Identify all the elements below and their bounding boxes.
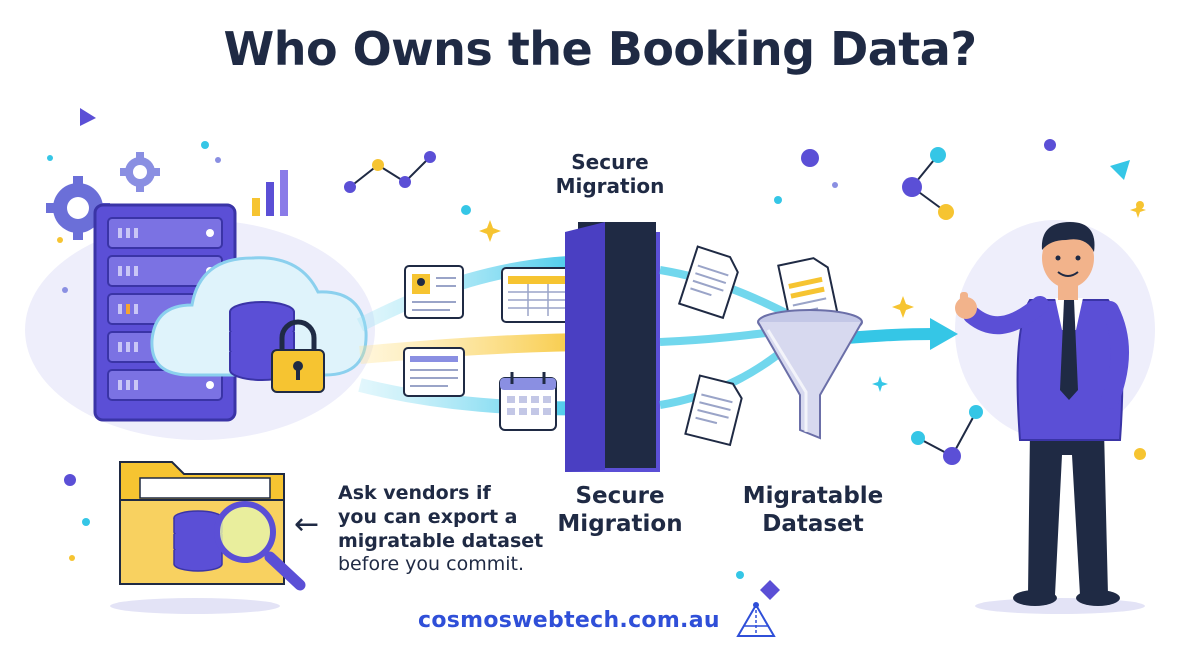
line-graph-icon [344, 151, 436, 193]
document-icon [403, 347, 465, 397]
spreadsheet-icon [501, 267, 577, 323]
bar-chart-icon [252, 170, 288, 216]
page-title: Who Owns the Booking Data? [223, 22, 977, 76]
label-line: Secure Migration [557, 483, 683, 538]
businessman-icon [955, 222, 1129, 606]
magnifier-icon [214, 501, 306, 591]
document-icon [684, 374, 743, 447]
contact-card-icon [404, 265, 464, 319]
note-line-4: before you commit. [338, 553, 524, 576]
calendar-icon [499, 372, 557, 431]
decorations [47, 108, 1146, 600]
molecule-icon [902, 147, 954, 220]
label-line: Migratable Dataset [742, 483, 884, 538]
vendor-advice-note: Ask vendors if you can export a migratab… [338, 482, 568, 577]
logo-triangle-icon [736, 602, 776, 637]
padlock-icon [271, 319, 325, 393]
migratable-dataset-label: Migratable Dataset [728, 482, 898, 538]
left-arrow-icon: ← [294, 507, 320, 542]
funnel-icon [757, 309, 863, 440]
label-line: Secure Migration [555, 150, 665, 199]
secure-migration-label: Secure Migration [545, 482, 695, 538]
note-line-1: Ask vendors if [338, 482, 491, 504]
cloud-database-icon [150, 256, 368, 381]
secure-migration-label-top: Secure Migration [535, 150, 685, 199]
secure-door-icon [565, 222, 660, 472]
document-icon [677, 245, 739, 320]
note-line-2: you can export a [338, 505, 518, 528]
website-link[interactable]: cosmoswebtech.com.au [418, 608, 720, 633]
note-line-3: migratable dataset [338, 529, 544, 552]
gear-icon [120, 152, 160, 192]
gear-icon [46, 176, 110, 240]
molecule-icon [911, 405, 983, 465]
